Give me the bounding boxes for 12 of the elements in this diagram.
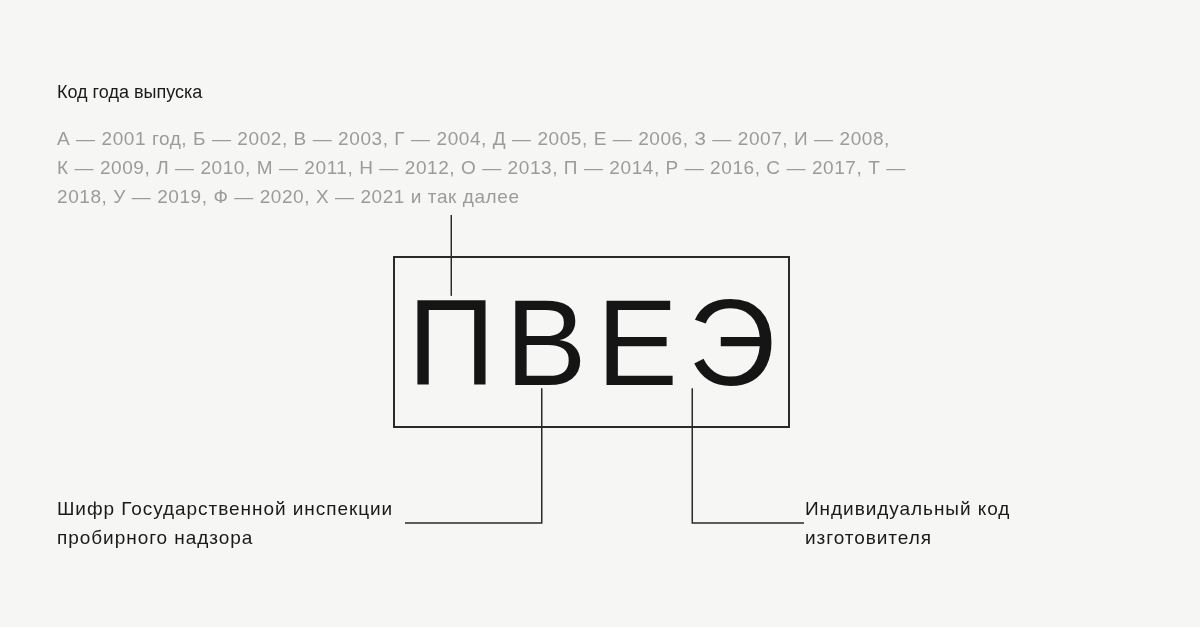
- stamp-letter: Э: [687, 295, 776, 389]
- heading: Код года выпуска: [57, 81, 204, 104]
- stamp-letter: П: [407, 295, 496, 389]
- stamp-letter: Е: [596, 295, 678, 389]
- year-code-list: А — 2001 год, Б — 2002, В — 2003, Г — 2004, Д — 2005, Е — 2006, З — 2007, И — 2008, К — 2009, Л — 2010, М — 2011, Н — 2012, О — 2013, П — 2014, Р — 2016, С — 2017, Т — 2018, У — 2019, Ф — 2020, Х — 2021 и так далее: [57, 124, 907, 211]
- leader-line: [691, 387, 805, 524]
- callout-label: Индивидуальный код изготовителя: [805, 497, 1012, 550]
- leader-line: [450, 214, 453, 297]
- callout-label: Шифр Государственной инспекции пробирного надзора: [57, 497, 395, 550]
- stamp-frame: [393, 256, 790, 428]
- stamp-letter: В: [505, 295, 587, 389]
- leader-line: [404, 387, 543, 524]
